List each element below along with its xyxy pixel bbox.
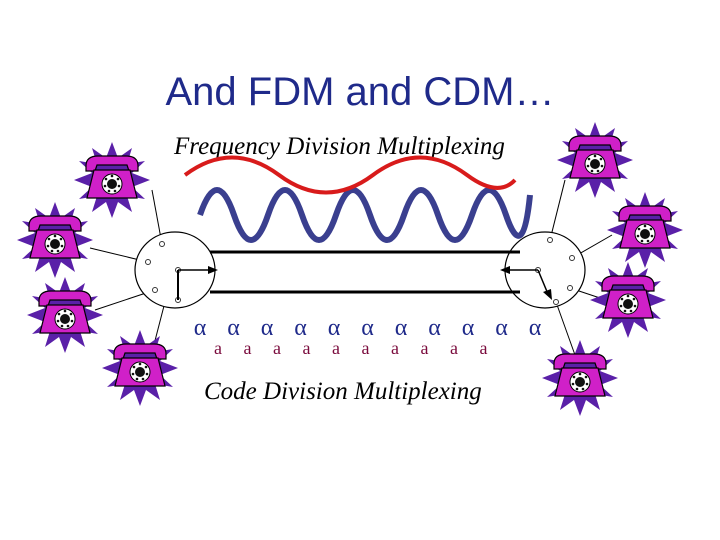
right-switch [500,231,586,309]
phone-link-line [555,301,576,356]
cdm-alpha-symbol: α [194,315,207,341]
telephone-icon [590,262,666,338]
telephone-body [28,215,82,259]
cdm-alpha-symbol: α [395,315,408,341]
cdm-a-symbol: a [391,338,399,358]
telephone-body [553,353,607,397]
cdm-alpha-symbol: α [227,315,240,341]
cdm-alpha-symbol: α [462,315,475,341]
cdm-alpha-symbol: α [294,315,307,341]
telephone-body [618,205,672,249]
phone-link-line [549,179,566,241]
cdm-a-symbol: a [480,338,488,358]
telephone-icon [607,192,683,268]
cdm-a-symbol: a [273,338,281,358]
slide-title: And FDM and CDM… [165,70,555,114]
cdm-alpha-symbol: α [361,315,374,341]
cdm-a-symbol: a [244,338,252,358]
cdm-a-symbol: a [450,338,458,358]
telephone-icon [27,277,103,353]
telephone-icon [74,142,150,218]
telephone-icon [102,330,178,406]
telephone-body [113,343,167,387]
telephone-icon [17,202,93,278]
cdm-a-symbol: a [421,338,429,358]
cdm-a-symbol: a [214,338,222,358]
telephone-body [601,275,655,319]
telephone-body [85,155,139,199]
cdm-alpha-symbol: α [428,315,441,341]
cdm-alpha-symbol: α [495,315,508,341]
cdm-alpha-symbol: α [261,315,274,341]
telephone-icon [557,122,633,198]
cdm-a-symbol: a [303,338,311,358]
fdm-wave-red [183,155,517,195]
fdm-wave-blue [197,187,533,243]
telephone-icon [542,340,618,416]
cdm-a-symbol: a [332,338,340,358]
telephone-body [568,135,622,179]
cdm-alpha-symbol: α [328,315,341,341]
left-switch [134,231,218,309]
cdm-a-symbol: a [362,338,370,358]
cdm-alpha-symbol: α [529,315,542,341]
fdm-label: Frequency Division Multiplexing [174,133,505,160]
cdm-label: Code Division Multiplexing [204,378,482,405]
telephone-body [38,290,92,334]
